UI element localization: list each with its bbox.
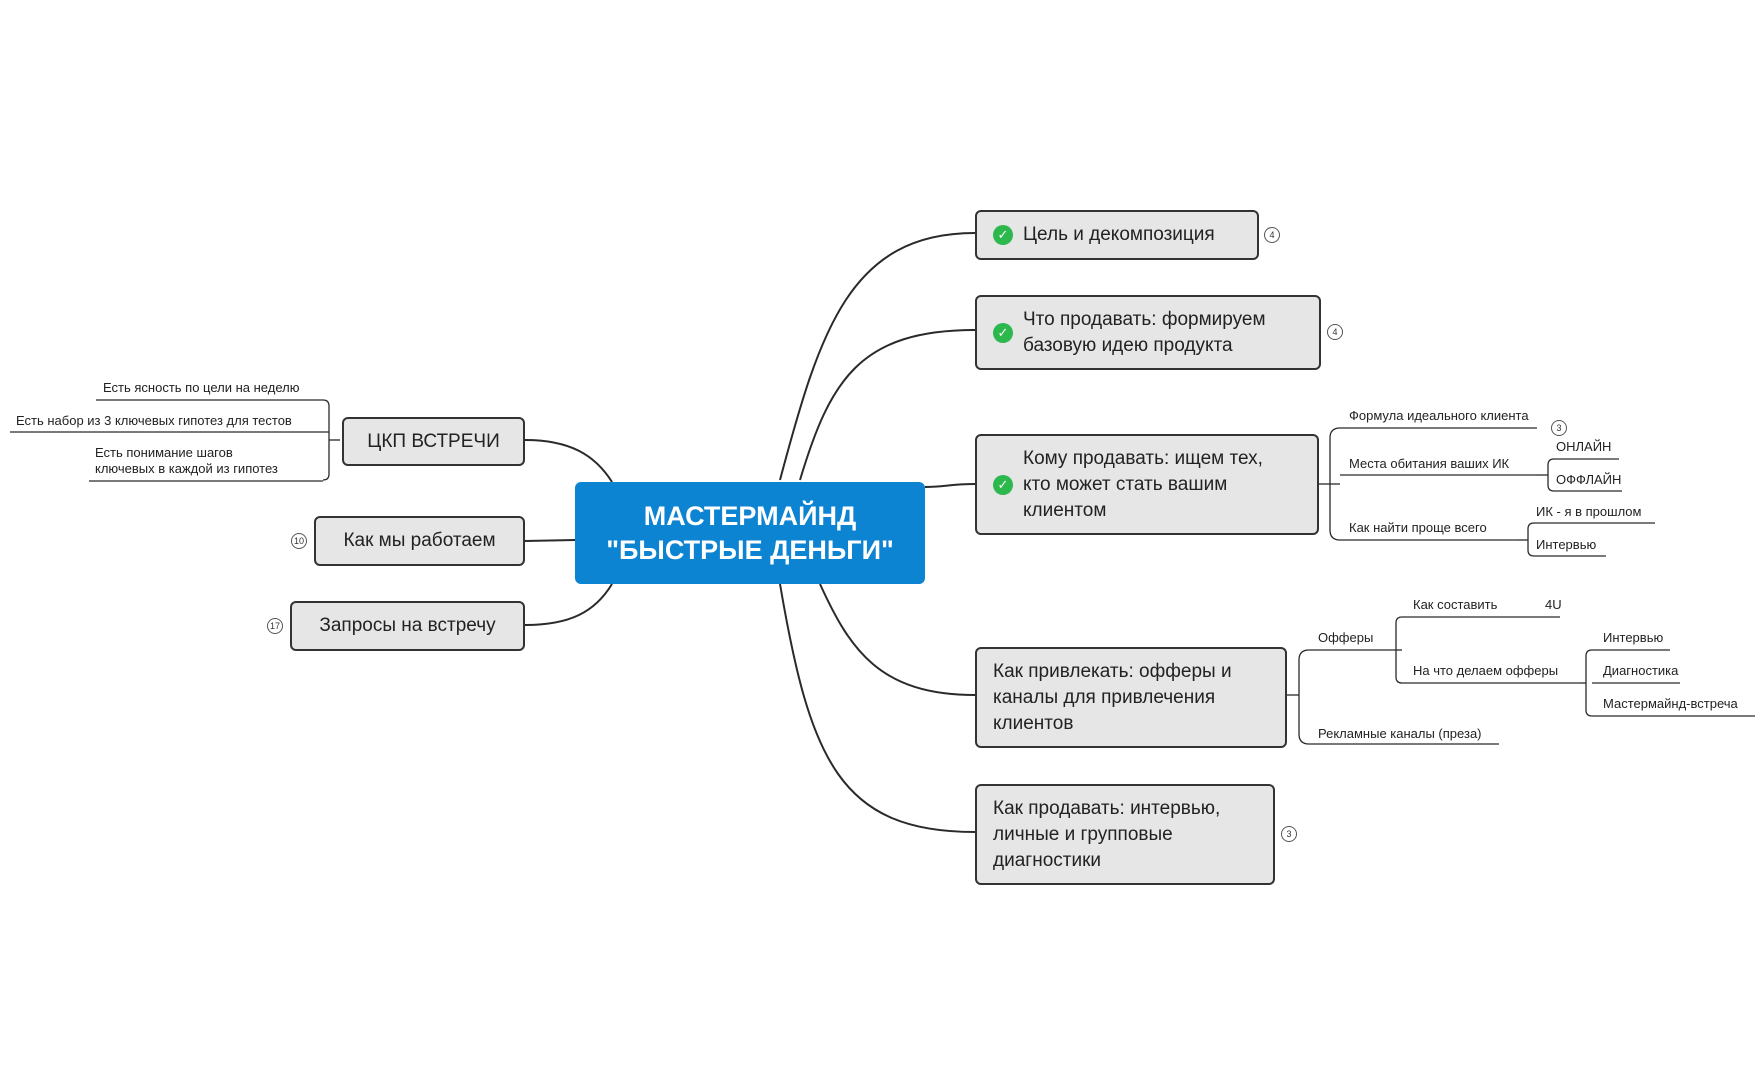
topic-how-to-attract[interactable]: Как привлекать: офферы и каналы для прив… bbox=[975, 647, 1287, 748]
topic-how-we-work[interactable]: Как мы работаем bbox=[314, 516, 525, 566]
collapsed-count-badge[interactable]: 4 bbox=[1264, 227, 1280, 243]
topic-ckp-meeting-label: ЦКП ВСТРЕЧИ bbox=[367, 430, 500, 452]
collapsed-count-badge[interactable]: 3 bbox=[1551, 420, 1567, 436]
topic-how-to-sell-label: Как продавать: интервью, личные и группо… bbox=[993, 797, 1221, 871]
subtopic-ad-channels[interactable]: Рекламные каналы (преза) bbox=[1318, 726, 1482, 741]
edge-central-sell bbox=[779, 583, 976, 833]
topic-goal-label: Цель и декомпозиция bbox=[1023, 224, 1215, 245]
central-topic[interactable]: МАСТЕРМАЙНД "БЫСТРЫЕ ДЕНЬГИ" bbox=[575, 482, 925, 584]
collapsed-count-badge[interactable]: 17 bbox=[267, 618, 283, 634]
leaf-offer-diagnostics[interactable]: Диагностика bbox=[1603, 663, 1679, 678]
central-topic-line2: "БЫСТРЫЕ ДЕНЬГИ" bbox=[606, 535, 894, 565]
topic-what-to-sell[interactable]: ✓ Что продавать: формируем базовую идею … bbox=[975, 295, 1321, 370]
collapsed-count-badge[interactable]: 10 bbox=[291, 533, 307, 549]
leaf-goal-clarity[interactable]: Есть ясность по цели на неделю bbox=[103, 380, 300, 395]
leaf-offer-interview[interactable]: Интервью bbox=[1603, 630, 1664, 645]
topic-meeting-requests-label: Запросы на встречу bbox=[319, 615, 496, 636]
check-icon: ✓ bbox=[993, 322, 1013, 343]
topic-how-to-sell[interactable]: Как продавать: интервью, личные и группо… bbox=[975, 784, 1275, 885]
check-icon: ✓ bbox=[993, 474, 1013, 495]
topic-what-to-sell-label: Что продавать: формируем базовую идею пр… bbox=[1023, 308, 1266, 356]
subtopic-ideal-client-formula[interactable]: Формула идеального клиента bbox=[1349, 408, 1529, 423]
topic-how-to-attract-label: Как привлекать: офферы и каналы для прив… bbox=[993, 660, 1232, 734]
topic-ckp-meeting[interactable]: ЦКП ВСТРЕЧИ bbox=[342, 417, 525, 466]
leaf-steps-understanding[interactable]: Есть понимание шагов ключевых в каждой и… bbox=[95, 445, 278, 476]
collapsed-count-badge[interactable]: 3 bbox=[1281, 826, 1297, 842]
edge-central-work bbox=[524, 539, 576, 542]
edge-central-goal bbox=[779, 232, 976, 481]
subtopic-offers[interactable]: Офферы bbox=[1318, 630, 1374, 645]
topic-whom-to-sell-label: Кому продавать: ищем тех, кто может стат… bbox=[1023, 447, 1263, 521]
edge-central-requests bbox=[524, 583, 613, 626]
topic-how-we-work-label: Как мы работаем bbox=[343, 530, 496, 551]
leaf-online[interactable]: ОНЛАЙН bbox=[1556, 439, 1612, 454]
subtopic-offers-for-what[interactable]: На что делаем офферы bbox=[1413, 663, 1559, 678]
leaf-offline[interactable]: ОФФЛАЙН bbox=[1556, 472, 1622, 487]
subtopic-client-habitats[interactable]: Места обитания ваших ИК bbox=[1349, 456, 1510, 471]
edge-central-whom bbox=[924, 483, 976, 488]
leaf-interview[interactable]: Интервью bbox=[1536, 537, 1597, 552]
topic-goal[interactable]: ✓ Цель и декомпозиция bbox=[975, 210, 1259, 260]
leaf-4u[interactable]: 4U bbox=[1545, 597, 1562, 612]
subtopic-how-to-compose[interactable]: Как составить bbox=[1413, 597, 1498, 612]
check-icon: ✓ bbox=[993, 225, 1013, 245]
subtopic-easiest-way[interactable]: Как найти проще всего bbox=[1349, 520, 1487, 535]
leaf-three-hypotheses[interactable]: Есть набор из 3 ключевых гипотез для тес… bbox=[16, 413, 292, 428]
collapsed-count-badge[interactable]: 4 bbox=[1327, 324, 1343, 340]
topic-meeting-requests[interactable]: Запросы на встречу bbox=[290, 601, 525, 651]
central-topic-line1: МАСТЕРМАЙНД bbox=[643, 501, 857, 531]
topic-whom-to-sell[interactable]: ✓ Кому продавать: ищем тех, кто может ст… bbox=[975, 434, 1319, 535]
edge-central-attract bbox=[819, 583, 976, 696]
edge-central-what bbox=[799, 329, 976, 481]
leaf-offer-mastermind-meeting[interactable]: Мастермайнд-встреча bbox=[1603, 696, 1738, 711]
leaf-me-in-past[interactable]: ИК - я в прошлом bbox=[1536, 504, 1642, 519]
edge-central-ckp bbox=[524, 439, 613, 483]
